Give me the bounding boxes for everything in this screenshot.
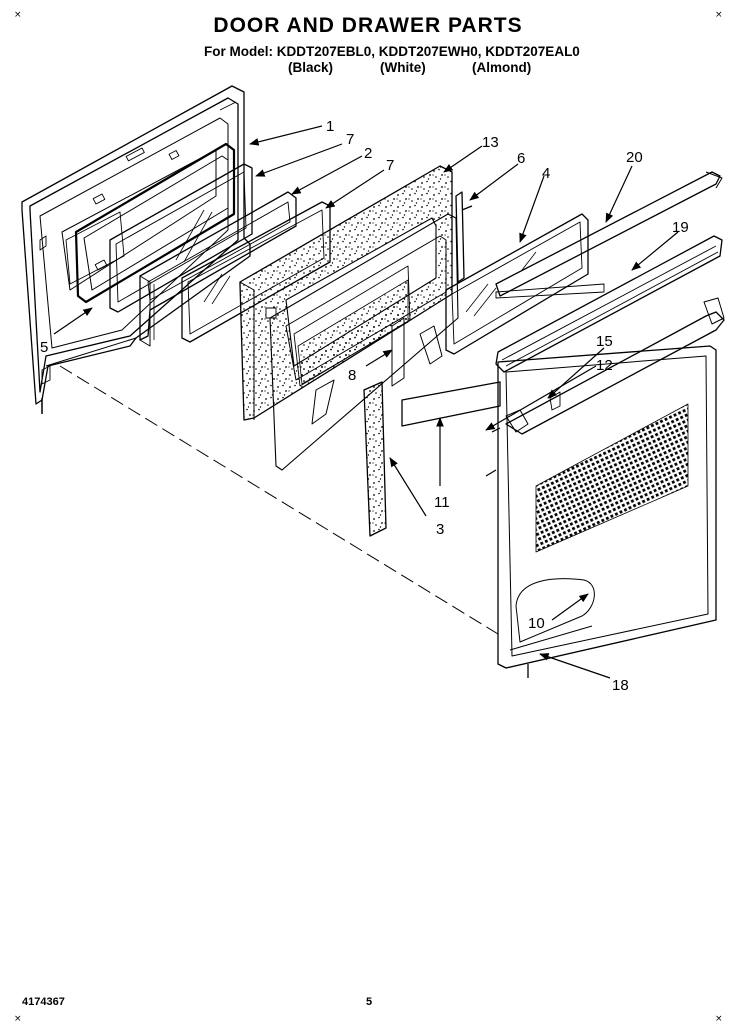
corner-mark-top-left: ×: [14, 10, 22, 20]
callout-7-lower: 7: [386, 157, 394, 174]
callout-8: 8: [348, 367, 356, 384]
inner-glass: [445, 213, 605, 355]
outer-door-panel: [21, 85, 251, 414]
corner-mark-bottom-left: ×: [14, 1014, 22, 1024]
callout-15: 15: [596, 333, 613, 350]
leader-3: [389, 457, 427, 517]
leader-2: [291, 155, 363, 195]
leader-12: [485, 365, 597, 431]
callout-7-upper: 7: [346, 131, 354, 148]
document-number: 4174367: [22, 996, 65, 1008]
callout-13: 13: [482, 134, 499, 151]
leader-15: [547, 347, 605, 399]
top-trim-strip: [495, 171, 723, 297]
callout-3: 3: [436, 521, 444, 538]
side-insulation-strip: [363, 381, 387, 537]
leader-10: [551, 593, 589, 621]
page-title: DOOR AND DRAWER PARTS: [213, 14, 523, 37]
model-numbers: For Model: KDDT207EBL0, KDDT207EWH0, KDD…: [204, 44, 580, 59]
page-number: 5: [366, 996, 373, 1008]
callout-11: 11: [434, 494, 450, 511]
panel-edge-line: [45, 337, 137, 367]
inner-door-liner: [269, 213, 459, 471]
callout-18: 18: [612, 677, 629, 694]
hinge-alignment-line: [59, 365, 499, 635]
corner-mark-bottom-right: ×: [715, 1014, 723, 1024]
leader-8: [365, 349, 393, 367]
color-black-label: (Black): [288, 60, 334, 75]
leader-7-lower: [325, 169, 385, 209]
door-insulation: [239, 165, 453, 421]
callout-12: 12: [596, 357, 613, 374]
handle-trim: [495, 235, 723, 373]
leader-19: [631, 231, 679, 271]
callout-19: 19: [672, 219, 689, 236]
callout-10: 10: [528, 615, 545, 632]
hinge-channel: [455, 191, 473, 283]
inner-window-gasket: [74, 142, 236, 304]
callout-4: 4: [542, 165, 550, 182]
leader-5: [53, 307, 93, 335]
corner-mark-top-right: ×: [715, 10, 723, 20]
leader-13: [443, 145, 483, 173]
callout-1: 1: [326, 118, 334, 135]
glass-pane-front: [109, 163, 253, 313]
outer-front-panel: [485, 345, 717, 678]
glass-pack-frame: [139, 191, 297, 347]
color-almond-label: (Almond): [472, 60, 532, 75]
callout-labels: 1 7 2 7 13 6 4 20 19 5 15 12 8 11 3 10 1…: [40, 118, 689, 694]
callout-5: 5: [40, 339, 48, 356]
color-white-label: (White): [380, 60, 426, 75]
leader-6: [469, 163, 519, 201]
vent-strip: [401, 381, 501, 427]
callout-6: 6: [517, 150, 525, 167]
leader-18: [539, 653, 611, 679]
leader-1: [249, 125, 323, 146]
leader-7-upper: [255, 143, 343, 177]
door-handle: [505, 297, 725, 435]
leader-20: [605, 165, 633, 223]
leader-4: [519, 175, 545, 243]
leader-lines: [53, 125, 679, 679]
callout-20: 20: [626, 149, 643, 166]
callout-2: 2: [364, 145, 372, 162]
